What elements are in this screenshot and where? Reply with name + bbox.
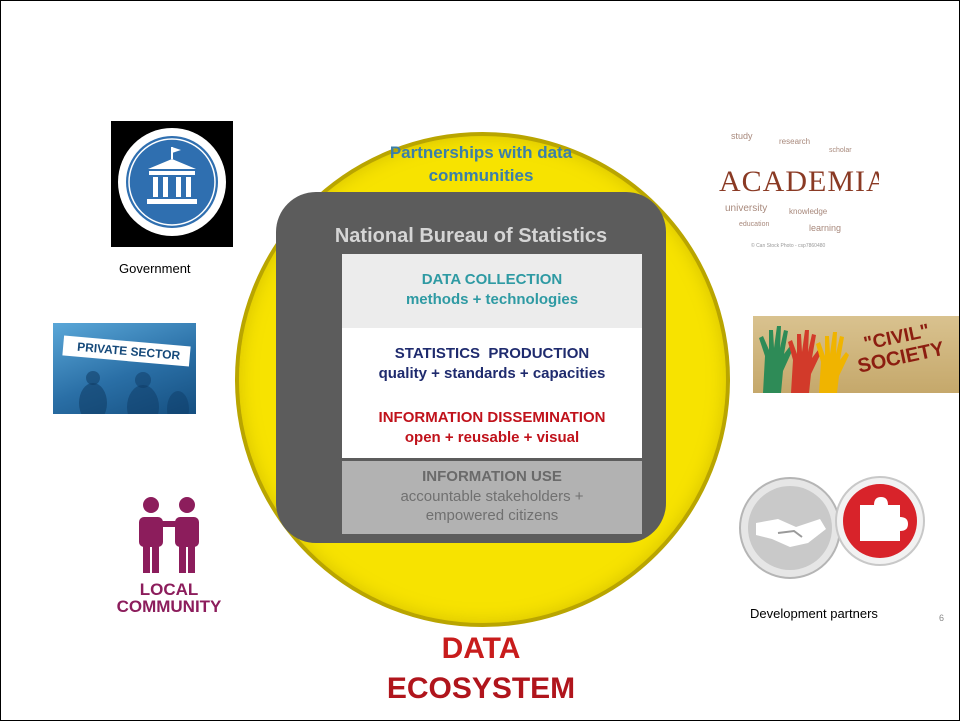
layer-subtitle: accountable stakeholders + bbox=[400, 488, 584, 505]
academia-caption: © Can Stock Photo - csp7860480 bbox=[751, 243, 826, 249]
layer-information-dissemination: INFORMATION DISSEMINATION open + reusabl… bbox=[342, 396, 642, 458]
word-cloud-icon: ACADEMIA bbox=[719, 165, 879, 198]
layer-subtitle-2: empowered citizens bbox=[425, 507, 559, 524]
civil-society-label: "CIVIL" SOCIETY bbox=[852, 319, 946, 378]
puzzle-icon bbox=[835, 476, 925, 566]
development-partners-image bbox=[739, 476, 925, 579]
people-pair-icon bbox=[139, 497, 199, 573]
academia-image: study research scholar university knowle… bbox=[719, 123, 879, 263]
layer-subtitle: open + reusable + visual bbox=[404, 429, 580, 446]
page-number: 6 bbox=[939, 613, 945, 623]
layer-title: INFORMATION USE bbox=[422, 468, 562, 485]
government-label: Government bbox=[119, 261, 191, 276]
circle-heading: Partnerships with data communities bbox=[389, 143, 573, 185]
layer-subtitle: methods + technologies bbox=[405, 291, 579, 308]
local-community-line-2: COMMUNITY bbox=[116, 597, 222, 616]
layer-statistics-production: STATISTICS PRODUCTION quality + standard… bbox=[342, 328, 642, 396]
private-sector-image: PRIVATE SECTOR bbox=[53, 323, 196, 414]
data-ecosystem-title: DATA ECOSYSTEM bbox=[331, 629, 631, 709]
local-community-label: LOCAL COMMUNITY bbox=[89, 581, 249, 615]
development-partners-label: Development partners bbox=[750, 606, 878, 621]
handshake-icon bbox=[739, 477, 841, 579]
layer-data-collection: DATA COLLECTION methods + technologies bbox=[342, 254, 642, 328]
ecosystem-line-1: DATA bbox=[441, 632, 521, 665]
bureau-title: National Bureau of Statistics bbox=[334, 225, 608, 247]
government-building-icon bbox=[118, 128, 226, 236]
layer-subtitle: quality + standards + capacities bbox=[378, 365, 606, 382]
civil-society-image: "CIVIL" SOCIETY bbox=[753, 316, 959, 393]
local-community-line-1: LOCAL bbox=[139, 580, 199, 599]
government-image bbox=[111, 121, 233, 247]
layer-information-use: INFORMATION USE accountable stakeholders… bbox=[342, 461, 642, 534]
ecosystem-line-2: ECOSYSTEM bbox=[386, 672, 576, 705]
business-people-icon bbox=[79, 371, 189, 414]
layer-title: INFORMATION DISSEMINATION bbox=[378, 409, 606, 426]
raised-hands-icon bbox=[759, 326, 849, 393]
layer-title: DATA COLLECTION bbox=[421, 271, 563, 288]
layer-title: STATISTICS PRODUCTION bbox=[394, 345, 590, 362]
